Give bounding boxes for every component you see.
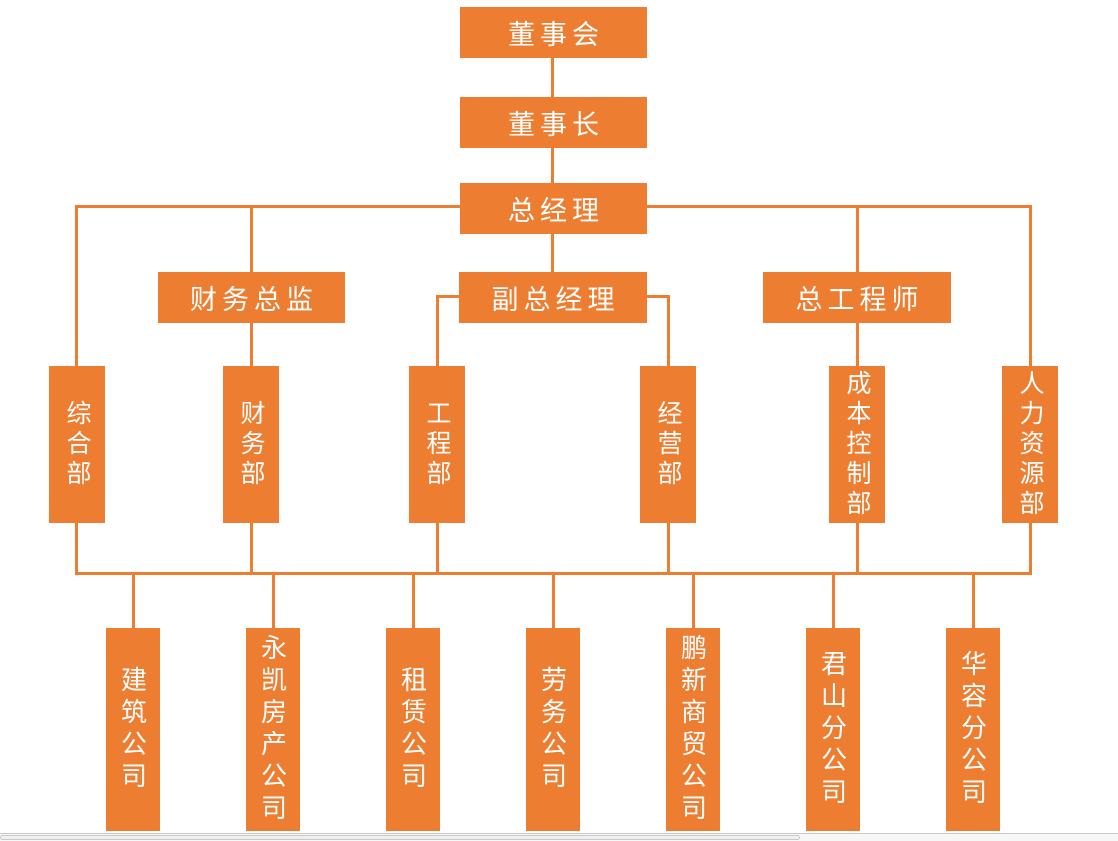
org-node-huarong-branch-co: 华容分公司 [946,628,1000,831]
org-node-leasing-co: 租赁公司 [386,628,440,831]
org-node-labor-co: 劳务公司 [526,628,580,831]
connector-spine-chief-engineer [856,205,859,273]
org-node-board: 董事会 [460,7,647,58]
org-node-engineering-dept: 工程部 [409,366,465,523]
org-node-yongkai-realestate-co: 永凯房产公司 [246,628,300,831]
connector-chief-engineer-cost-dept [856,323,859,368]
connector-deputy-left-elbow-v [436,295,439,368]
connector-deputy-right-elbow-v [667,295,670,368]
connector-spine-finance-director [250,205,253,273]
drop-company-2 [272,572,275,628]
connector-chairman-gm [551,148,554,184]
org-node-hr-dept: 人力资源部 [1002,366,1058,523]
connector-deputy-left-elbow-h [436,295,460,298]
connector-board-chairman [551,57,554,98]
riser-finance-dept [250,523,253,575]
drop-company-3 [412,572,415,628]
org-node-operations-dept: 经营部 [640,366,696,523]
riser-cost-dept [856,523,859,575]
riser-operations-dept [667,523,670,575]
drop-company-6 [832,572,835,628]
org-node-finance-director: 财务总监 [158,272,345,323]
connector-spine-hr-dept [1029,205,1032,368]
connector-spine-general-dept [75,205,78,368]
horizontal-scrollbar-thumb[interactable] [0,835,800,840]
org-node-general-manager: 总经理 [460,183,647,234]
drop-company-5 [692,572,695,628]
org-node-chairman: 董事长 [460,97,647,148]
connector-finance-director-finance-dept [250,323,253,368]
org-node-cost-control-dept: 成本控制部 [829,366,885,523]
org-node-pengxin-trading-co: 鹏新商贸公司 [666,628,720,831]
riser-engineering-dept [436,523,439,575]
org-node-junshan-branch-co: 君山分公司 [806,628,860,831]
drop-company-1 [132,572,135,628]
drop-company-7 [972,572,975,628]
connector-deputy-right-elbow-h [646,295,670,298]
drop-company-4 [552,572,555,628]
org-node-deputy-general-manager: 副总经理 [459,272,647,323]
org-node-construction-co: 建筑公司 [106,628,160,831]
connector-gm-deputy [551,233,554,273]
riser-general-dept [75,523,78,575]
org-node-chief-engineer: 总工程师 [763,272,951,323]
org-node-general-dept: 综合部 [49,366,105,523]
riser-hr-dept [1029,523,1032,575]
org-node-finance-dept: 财务部 [223,366,279,523]
